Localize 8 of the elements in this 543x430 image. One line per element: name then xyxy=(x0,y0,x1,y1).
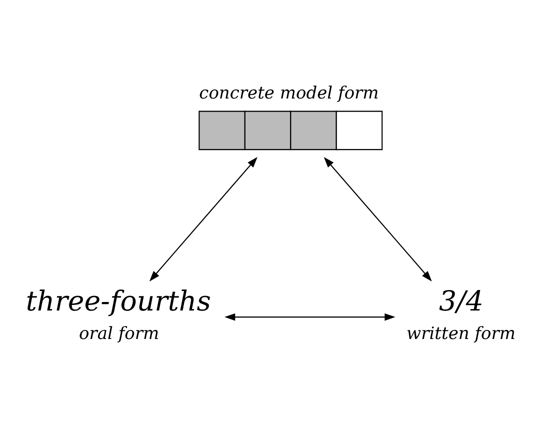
node-label: oral form xyxy=(79,324,160,344)
node-label: written form xyxy=(406,324,516,344)
arrow xyxy=(324,156,432,281)
arrow xyxy=(149,156,258,281)
node-label: concrete model form xyxy=(199,82,379,103)
node-text: three-fourths xyxy=(26,284,211,317)
node-text: 3/4 xyxy=(438,284,484,317)
arrow xyxy=(224,312,396,320)
